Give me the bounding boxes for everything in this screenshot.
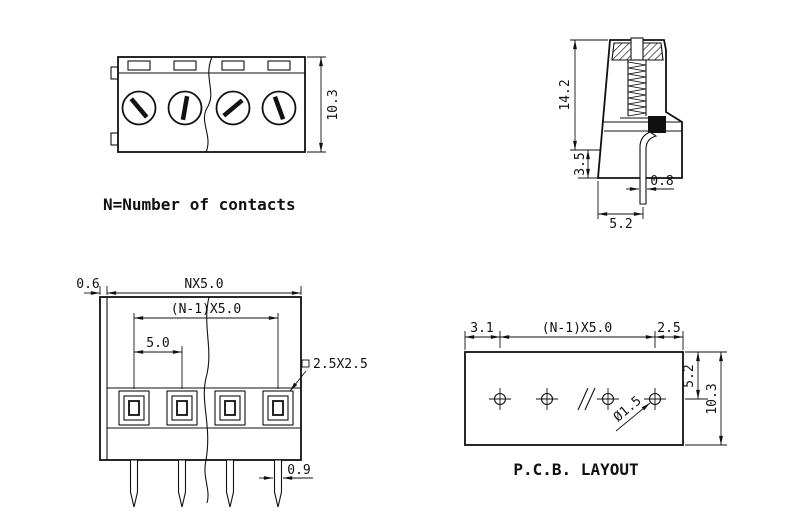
hole-4 (644, 388, 666, 410)
dim-pin-width-0-9: 0.9 (259, 463, 313, 480)
screw-2 (167, 90, 203, 126)
square-symbol (301, 359, 310, 368)
dim-flange-label: 0.6 (76, 277, 99, 292)
top-view: 10.3 N=Number of contacts (103, 56, 341, 214)
dim-pcb-top-row: 3.1 (N-1)X5.0 2.5 (464, 321, 684, 350)
dim-opening-label: 2.5X2.5 (313, 357, 368, 372)
dim-contact-span-label: (N-1)X5.0 (171, 302, 241, 317)
dim-pin-position-5-2: 5.2 (597, 181, 644, 232)
front-view: 0.6 NX5.0 (N-1)X5.0 5.0 2.5X2.5 0.9 (76, 277, 368, 508)
pcb-view: 3.1 (N-1)X5.0 2.5 5.2 10.3 Ø1.5 P.C.B. L… (464, 321, 727, 479)
solder-pin-side (639, 131, 658, 205)
hole-2 (536, 388, 558, 410)
dim-base-label: 3.5 (573, 152, 588, 175)
pin-4 (273, 459, 283, 508)
dim-pitch-5-0: 5.0 (134, 336, 183, 389)
break-marks-pcb (577, 387, 596, 411)
dim-hole-span-label: (N-1)X5.0 (542, 321, 612, 336)
dim-base-3-5: 3.5 (573, 150, 598, 179)
mounting-tabs (110, 66, 119, 146)
dim-depth-10-3: 10.3 (307, 56, 341, 153)
terminal-1 (118, 390, 150, 426)
dim-pitch-label: 5.0 (146, 336, 169, 351)
pin-3 (225, 459, 235, 508)
side-view: 14.2 3.5 0.8 5.2 (558, 37, 683, 232)
dim-height-14-2: 14.2 (558, 39, 608, 151)
dim-contact-span: (N-1)X5.0 (133, 302, 279, 389)
terminal-3 (214, 390, 246, 426)
screw-slot-cylinder (630, 37, 644, 61)
side-view-body (597, 39, 683, 179)
dim-hole-offset-label: 5.2 (682, 364, 697, 387)
dim-hole-diameter-label: Ø1.5 (611, 394, 645, 426)
dim-pin-thickness-label: 0.8 (650, 174, 673, 189)
dim-opening-2-5: 2.5X2.5 (289, 357, 368, 392)
front-view-body (99, 296, 302, 461)
screw-thread (627, 60, 647, 117)
dim-height-label: 14.2 (558, 79, 573, 110)
pin-2 (177, 459, 187, 508)
dim-right-margin-label: 2.5 (657, 321, 680, 336)
screw-4 (261, 90, 297, 126)
dim-pin-position-label: 5.2 (609, 217, 632, 232)
dim-pin-width-label: 0.9 (287, 463, 310, 478)
dim-depth-label: 10.3 (326, 89, 341, 120)
dim-pcb-depth-label: 10.3 (705, 383, 720, 414)
dim-pcb-depth-10-3: 10.3 (685, 352, 727, 446)
contacts-note: N=Number of contacts (103, 195, 296, 214)
hole-1 (489, 388, 511, 410)
screw-3 (215, 90, 251, 126)
dim-overall-width-label: NX5.0 (184, 277, 223, 292)
dim-overall-width: NX5.0 (106, 277, 302, 295)
pcb-caption: P.C.B. LAYOUT (513, 460, 638, 479)
wire-slots (127, 60, 291, 71)
dim-left-margin-label: 3.1 (470, 321, 493, 336)
break-line-front-view (203, 296, 210, 504)
terminal-4 (262, 390, 294, 426)
screw-1 (121, 90, 157, 126)
clamp-block (648, 116, 666, 133)
dim-flange-0-6: 0.6 (76, 277, 101, 295)
pcb-outline (464, 351, 684, 446)
dim-pin-thickness-0-8: 0.8 (626, 174, 674, 191)
break-line-top-view (203, 56, 213, 153)
hole-3 (597, 388, 619, 410)
pin-1 (129, 459, 139, 508)
terminal-2 (166, 390, 198, 426)
solder-pins-front (129, 459, 283, 508)
